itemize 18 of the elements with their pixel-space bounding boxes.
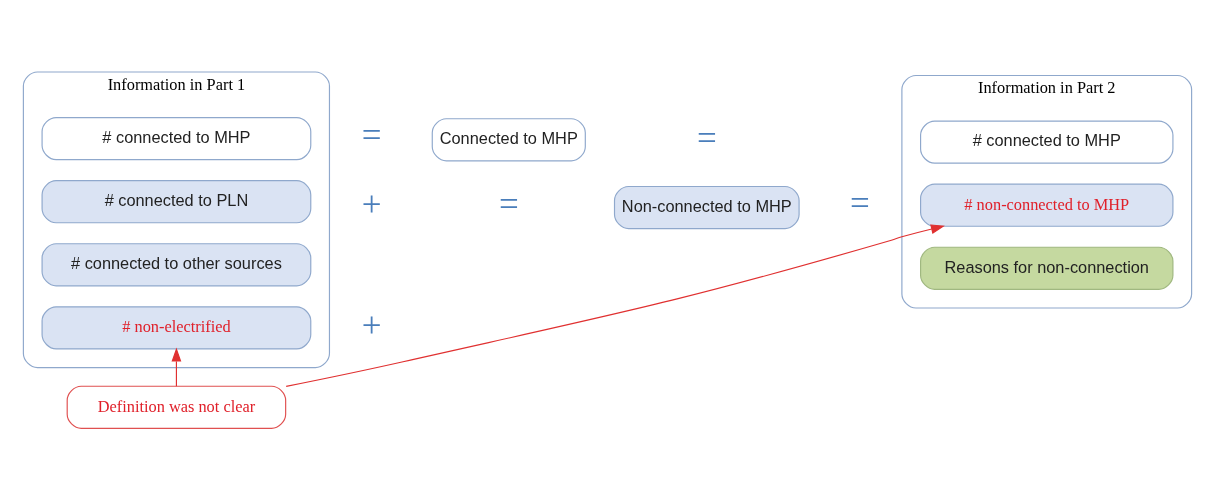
node-box: # non-connected to MHP: [920, 183, 1174, 227]
node-box: # connected to PLN: [41, 179, 312, 223]
node-box: # non-electrified: [41, 305, 312, 349]
arrow: [285, 223, 945, 387]
node-box: # connected to MHP: [920, 120, 1174, 164]
label: =: [361, 115, 382, 155]
arrow: [171, 347, 182, 387]
label: =: [696, 118, 717, 158]
node-box: Definition was not clear: [66, 385, 287, 429]
label: =: [849, 183, 870, 223]
node-box: Connected to MHP: [431, 117, 586, 161]
label: +: [361, 184, 382, 224]
node-box: # connected to other sources: [41, 242, 312, 286]
node-box: Non-connected to MHP: [613, 185, 800, 229]
node-box: Reasons for non-connection: [920, 246, 1174, 290]
label: +: [361, 305, 382, 345]
node-box: # connected to MHP: [41, 116, 312, 160]
label: =: [498, 184, 519, 224]
